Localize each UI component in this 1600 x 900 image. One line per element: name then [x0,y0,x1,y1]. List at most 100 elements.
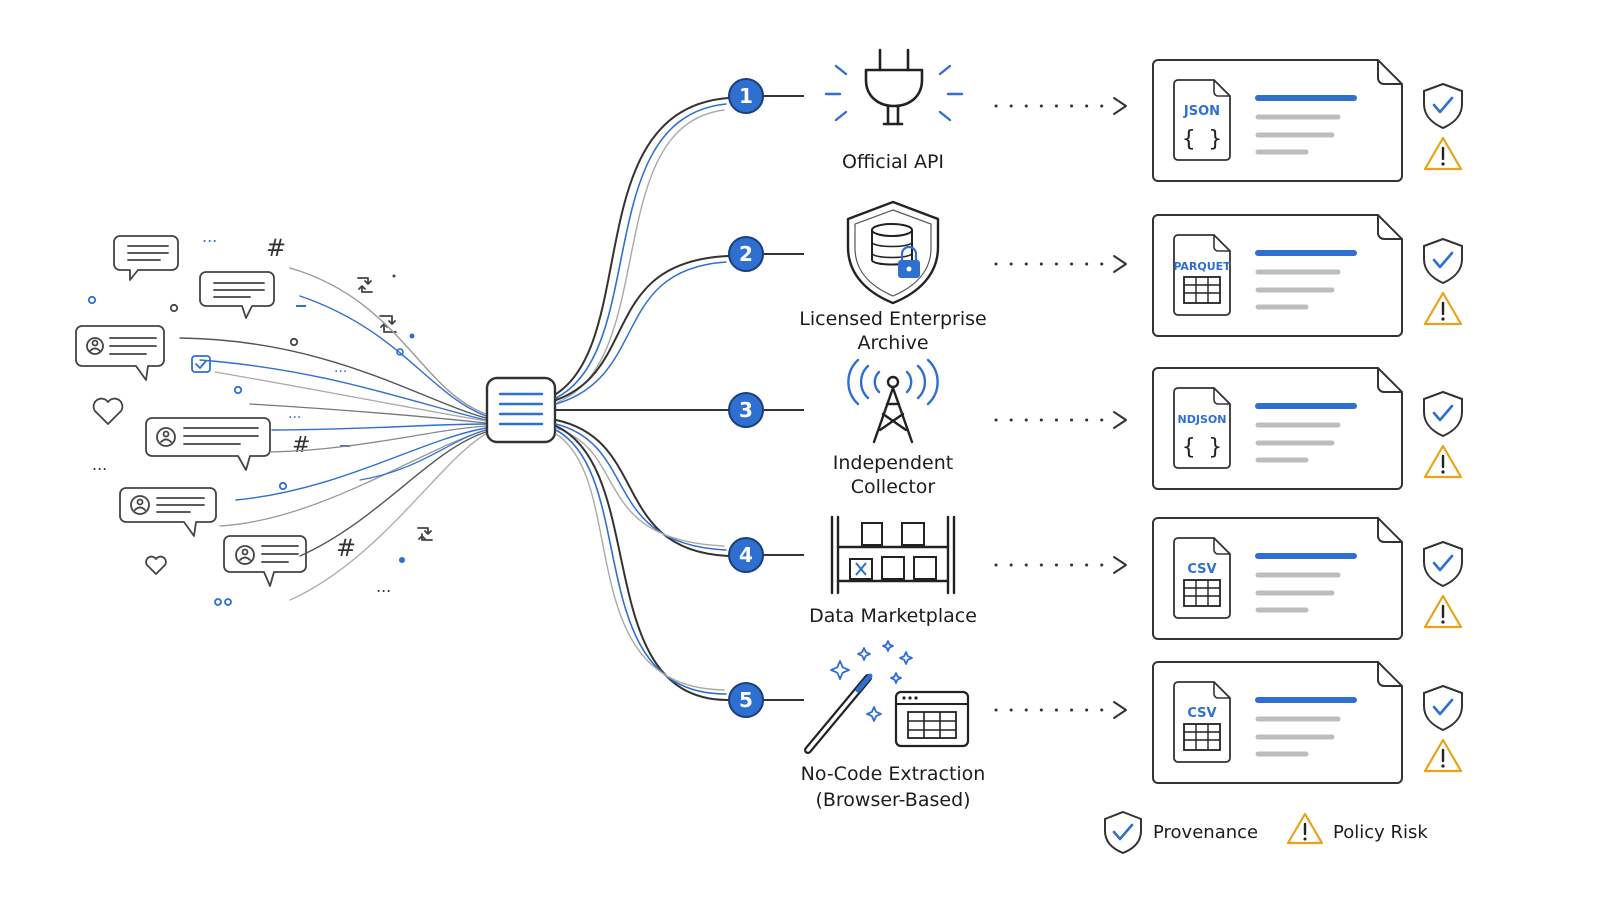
hashtag-symbol: # [292,433,310,458]
user-post-bubble-icon [75,325,165,381]
antenna-tower-icon [847,358,939,444]
hashtag-symbol: # [266,234,286,262]
policy-risk-warning-icon [1423,291,1463,326]
step-number: 4 [739,543,753,567]
dotted-arrow-icon [994,411,1127,429]
policy-risk-warning-icon [1423,738,1463,773]
central-hub-icon [485,376,557,444]
dot-icon [169,303,179,313]
step-number: 2 [739,242,753,266]
dot-icon [289,337,299,347]
policy-risk-warning-icon [1423,136,1463,171]
source-label: Collector [851,476,936,498]
dotted-arrow-icon [994,556,1127,574]
left-symbols: # # # ... ... ... ... ... [92,227,415,596]
dot-icon [233,385,243,395]
legend: Provenance Policy Risk [1104,810,1428,855]
svg-text:{ }: { } [1182,435,1222,460]
warehouse-shelf-icon [830,515,956,595]
ellipsis-symbol: ... [334,360,347,376]
ellipsis-symbol: ... [376,577,391,596]
policy-risk-warning-icon [1423,444,1463,479]
output-document-card: CSV [1152,517,1403,640]
legend-policy-risk-label: Policy Risk [1333,822,1428,843]
dot-icon [278,481,288,491]
braces-icon: { } [1182,435,1222,460]
provenance-shield-icon [1104,810,1142,855]
source-label: (Browser-Based) [815,789,970,811]
heart-icon [92,397,124,425]
provenance-shield-icon [1423,390,1463,438]
source-label: Archive [857,332,928,354]
dotted-arrow-icon [994,701,1127,719]
policy-risk-warning-icon [1423,594,1463,629]
dot-icon [224,598,232,606]
provenance-shield-icon [1423,237,1463,285]
repost-icon [417,527,433,541]
ellipsis-symbol: ... [92,455,107,474]
svg-text:{ }: { } [1182,127,1222,152]
provenance-shield-icon [1423,684,1463,732]
user-post-bubble-icon [145,417,271,471]
grid-icon [1183,579,1221,607]
step-number: 3 [739,398,753,422]
step-number-badge: 5 [728,682,764,718]
converging-streams [179,267,487,601]
ellipsis-symbol: ... [288,406,301,422]
branch-streams [555,97,729,701]
output-document-card: NDJSON { } [1152,367,1403,490]
chat-bubble-icon [113,235,179,281]
braces-icon: { } [1182,127,1222,152]
source-label: No-Code Extraction [801,763,986,785]
repost-icon [379,315,397,333]
legend-provenance-label: Provenance [1153,822,1258,843]
file-format-label: CSV [1187,562,1216,577]
chat-bubble-icon [199,271,275,319]
step-number: 1 [739,84,753,108]
user-post-bubble-icon [119,487,217,537]
file-format-label: CSV [1187,706,1216,721]
step-number-badge: 1 [728,78,764,114]
hashtag-symbol: # [336,534,356,562]
dot-icon [214,598,222,606]
user-post-bubble-icon [223,535,307,587]
file-format-label: NDJSON [1178,413,1227,426]
repost-icon [357,277,373,293]
shield-database-lock-icon [846,200,940,305]
output-document-card: JSON { } [1152,59,1403,182]
dotted-arrow-icon [994,97,1127,115]
policy-risk-warning-icon [1286,812,1324,845]
social-content-cluster [75,235,433,606]
source-label: Data Marketplace [809,605,977,627]
grid-icon [1183,723,1221,751]
source-label: Licensed Enterprise [799,308,986,330]
plug-icon [824,48,964,126]
output-document-card: CSV [1152,661,1403,784]
pipeline-row-5: 5No-Code Extraction (Browser-Based) CSV [728,640,1463,811]
source-label: Official API [842,151,944,173]
heart-icon [145,555,167,575]
file-format-label: PARQUET [1173,260,1231,273]
step-number: 5 [739,688,753,712]
step-number-badge: 4 [728,537,764,573]
file-format-label: JSON [1183,104,1220,119]
magic-wand-browser-icon [804,640,970,754]
ellipsis-symbol: ... [202,227,217,246]
checkbox-icon [191,355,211,373]
provenance-shield-icon [1423,540,1463,588]
dot-icon [87,295,97,305]
step-number-badge: 2 [728,236,764,272]
output-document-card: PARQUET [1152,214,1403,337]
provenance-shield-icon [1423,82,1463,130]
dotted-arrow-icon [994,255,1127,273]
grid-icon [1183,276,1221,304]
step-number-badge: 3 [728,392,764,428]
source-label: Independent [833,452,953,474]
